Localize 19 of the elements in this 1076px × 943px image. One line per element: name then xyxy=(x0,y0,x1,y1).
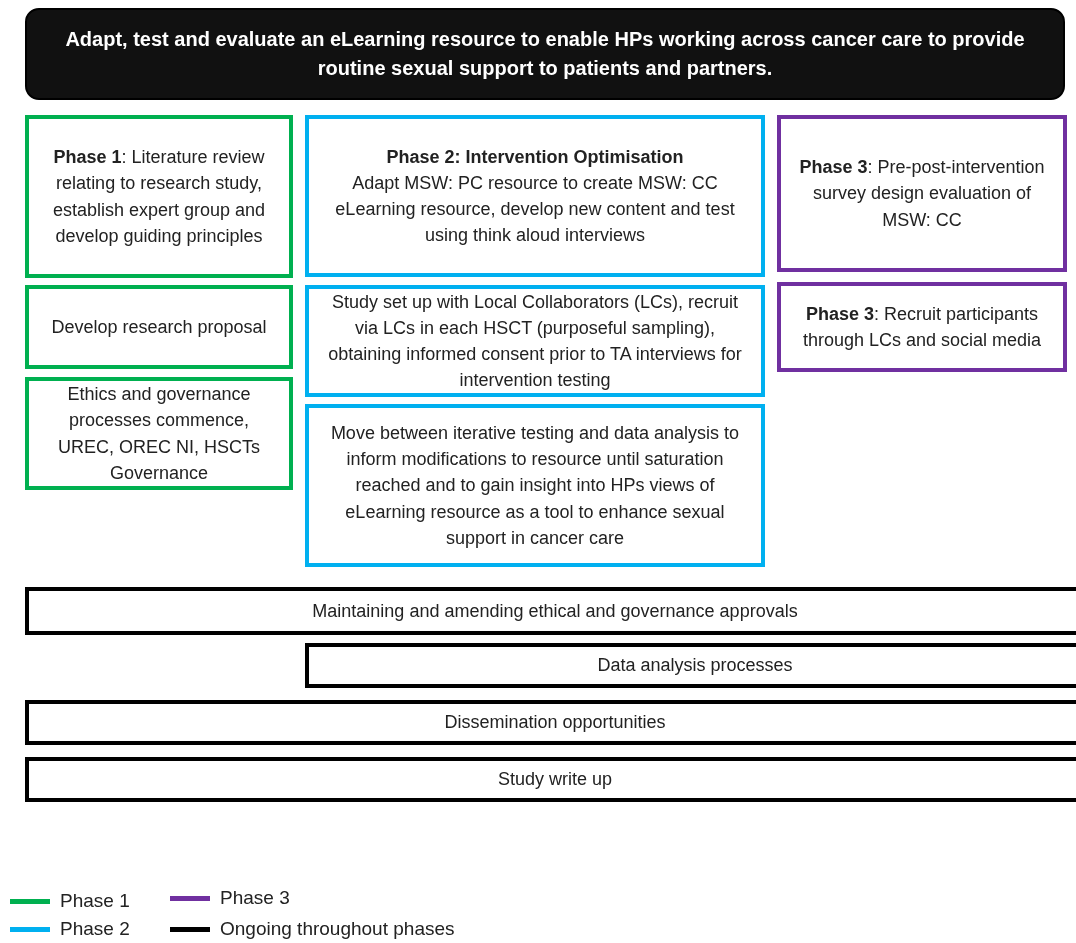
legend-label: Phase 2 xyxy=(60,918,130,940)
box-heading: Phase 2: Intervention Optimisation xyxy=(386,145,684,169)
phase-box xyxy=(305,115,765,277)
phase-box: Phase 3: Pre-post-intervention survey design evaluation of MSW: CC xyxy=(777,115,1067,272)
phase-box: Develop research proposal xyxy=(25,285,293,369)
legend-label: Ongoing throughout phases xyxy=(220,918,455,940)
box-text: Adapt MSW: PC resource to create MSW: CC eLearning resource, develop new content and test using think aloud interviews xyxy=(334,171,736,248)
phase-box: Ethics and governance processes commence, UREC, OREC NI, HSCTs Governance xyxy=(25,377,293,490)
title-banner: Adapt, test and evaluate an eLearning resource to enable HPs working across cancer care to provide routine sexual support to patients and partners. xyxy=(25,8,1065,100)
timeline-bar: Maintaining and amending ethical and governance approvals xyxy=(25,587,1076,635)
timeline-bar: Study write up xyxy=(25,757,1076,802)
legend-label: Phase 3 xyxy=(220,887,290,909)
legend-label: Phase 1 xyxy=(60,890,130,912)
timeline-bar: Dissemination opportunities xyxy=(25,700,1076,745)
phase-box: Phase 3: Recruit participants through LCs and social media xyxy=(777,282,1067,372)
phase-box: Study set up with Local Collaborators (LCs), recruit via LCs in each HSCT (purposeful sampling), obtaining informed consent prior to TA interviews for intervention testing xyxy=(305,285,765,397)
phase-box: Move between iterative testing and data analysis to inform modifications to resource until saturation reached and to gain insight into HPs views of eLearning resource as a tool to enhance sexual support in cancer care xyxy=(305,404,765,567)
phase-box: Phase 1: Literature review relating to research study, establish expert group and develop guiding principles xyxy=(25,115,293,278)
timeline-bar: Data analysis processes xyxy=(305,643,1076,688)
